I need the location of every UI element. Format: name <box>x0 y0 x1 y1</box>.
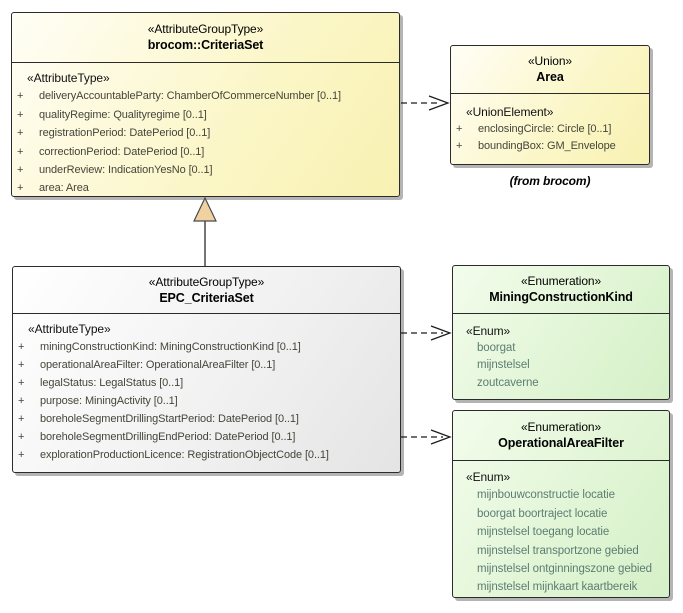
enum-literal: mijnstelsel toegang locatie <box>477 526 610 539</box>
attribute-compartment: «UnionElement» + enclosingCircle: Circle … <box>451 94 649 155</box>
attribute-compartment: «AttributeType» + deliveryAccountablePart… <box>12 63 399 198</box>
attribute-text: area: Area <box>39 182 89 195</box>
visibility-marker: + <box>18 449 25 461</box>
dependency-arrow-epc-operationalareafilter[interactable] <box>401 429 452 445</box>
attribute-row: + explorationProductionLicence: Registrat… <box>13 446 400 464</box>
attribute-row: + operationalAreaFilter: OperationalAreaF… <box>13 356 400 374</box>
visibility-marker: + <box>17 127 24 140</box>
attribute-row: + area: Area <box>12 179 399 197</box>
attribute-row: + deliveryAccountableParty: ChamberOfComm… <box>12 87 399 105</box>
class-name: Area <box>536 70 564 84</box>
class-name: MiningConstructionKind <box>489 290 633 304</box>
visibility-marker: + <box>18 341 25 353</box>
class-name: brocom::CriteriaSet <box>147 38 264 52</box>
class-box-epc-criteriaset[interactable]: «AttributeGroupType» EPC_CriteriaSet «At… <box>12 266 401 473</box>
class-header: «AttributeGroupType» brocom::CriteriaSet <box>12 13 399 63</box>
attribute-row: + purpose: MiningActivity [0..1] <box>13 392 400 410</box>
section-label: «AttributeType» <box>28 322 111 336</box>
visibility-marker: + <box>456 140 463 152</box>
attribute-text: enclosingCircle: Circle [0..1] <box>478 123 612 135</box>
attribute-row: + boreholeSegmentDrillingEndPeriod: DateP… <box>13 428 400 446</box>
class-header: «Enumeration» MiningConstructionKind <box>453 266 669 314</box>
attribute-row: + miningConstructionKind: MiningConstruct… <box>13 338 400 356</box>
attribute-text: explorationProductionLicence: Registrati… <box>40 449 329 461</box>
enum-literal: boorgat boortraject locatie <box>477 507 608 520</box>
class-name: OperationalAreaFilter <box>498 436 624 450</box>
stereotype-label: «Enumeration» <box>520 420 602 434</box>
class-header: «Union» Area <box>451 46 649 94</box>
enum-literal: mijnstelsel mijnkaart kaartbereik <box>477 581 638 594</box>
attribute-row: + legalStatus: LegalStatus [0..1] <box>13 374 400 392</box>
enum-compartment: «Enum» mijnbouwconstructie locatie boorg… <box>453 461 669 597</box>
class-box-area[interactable]: «Union» Area «UnionElement» + enclosingCi… <box>450 45 650 165</box>
attribute-text: registrationPeriod: DatePeriod [0..1] <box>39 127 211 140</box>
stereotype-label: «AttributeGroupType» <box>148 274 265 289</box>
enum-literal: zoutcaverne <box>477 376 539 389</box>
attribute-text: boreholeSegmentDrillingEndPeriod: DatePe… <box>40 431 296 443</box>
visibility-marker: + <box>18 377 25 389</box>
attribute-row: + enclosingCircle: Circle [0..1] <box>451 121 649 138</box>
attribute-text: legalStatus: LegalStatus [0..1] <box>40 377 184 389</box>
visibility-marker: + <box>18 431 25 443</box>
enum-compartment: «Enum» boorgat mijnstelsel zoutcaverne <box>453 314 669 392</box>
attribute-row: + boundingBox: GM_Envelope <box>451 138 649 155</box>
attribute-row: + underReview: IndicationYesNo [0..1] <box>12 161 399 179</box>
class-box-brocom-criteriaset[interactable]: «AttributeGroupType» brocom::CriteriaSet… <box>11 12 400 197</box>
attribute-text: purpose: MiningActivity [0..1] <box>40 395 178 407</box>
attribute-text: boundingBox: GM_Envelope <box>478 140 616 152</box>
attribute-row: + registrationPeriod: DatePeriod [0..1] <box>12 124 399 142</box>
attribute-text: qualityRegime: Qualityregime [0..1] <box>39 108 207 121</box>
attribute-text: miningConstructionKind: MiningConstructi… <box>40 341 301 353</box>
enum-literal: mijnstelsel transportzone gebied <box>477 544 639 557</box>
visibility-marker: + <box>18 413 25 425</box>
enum-literal: mijnstelsel <box>477 359 530 372</box>
generalization-arrow-epc-criteriaset[interactable] <box>193 196 217 266</box>
attribute-text: boreholeSegmentDrillingStartPeriod: Date… <box>40 413 299 425</box>
attribute-row: + correctionPeriod: DatePeriod [0..1] <box>12 143 399 161</box>
class-header: «AttributeGroupType» EPC_CriteriaSet <box>13 267 400 314</box>
class-name: EPC_CriteriaSet <box>159 290 254 305</box>
enum-literal: boorgat <box>477 342 516 355</box>
visibility-marker: + <box>18 395 25 407</box>
from-brocom-note: (from brocom) <box>509 174 591 188</box>
section-label: «Enum» <box>466 470 511 484</box>
visibility-marker: + <box>18 359 25 371</box>
class-header: «Enumeration» OperationalAreaFilter <box>453 411 669 461</box>
section-label: «UnionElement» <box>466 105 554 119</box>
visibility-marker: + <box>17 145 24 158</box>
enum-literal: mijnstelsel ontginningszone gebied <box>477 563 652 576</box>
stereotype-label: «Union» <box>527 54 572 68</box>
stereotype-label: «Enumeration» <box>520 274 602 288</box>
visibility-marker: + <box>17 182 24 195</box>
enum-box-operationalareafilter[interactable]: «Enumeration» OperationalAreaFilter «Enu… <box>452 410 670 598</box>
stereotype-label: «AttributeGroupType» <box>147 22 264 36</box>
attribute-row: + qualityRegime: Qualityregime [0..1] <box>12 106 399 124</box>
visibility-marker: + <box>17 164 24 177</box>
dependency-arrow-epc-miningconstructionkind[interactable] <box>401 325 452 341</box>
visibility-marker: + <box>456 123 463 135</box>
attribute-row: + boreholeSegmentDrillingStartPeriod: Dat… <box>13 410 400 428</box>
enum-literal: mijnbouwconstructie locatie <box>477 489 615 502</box>
attribute-text: deliveryAccountableParty: ChamberOfComme… <box>39 90 341 103</box>
visibility-marker: + <box>17 90 24 103</box>
attribute-text: correctionPeriod: DatePeriod [0..1] <box>39 145 205 158</box>
section-label: «AttributeType» <box>27 71 110 85</box>
attribute-text: operationalAreaFilter: OperationalAreaFi… <box>40 359 276 371</box>
section-label: «Enum» <box>466 324 511 338</box>
attribute-compartment: «AttributeType» + miningConstructionKind:… <box>13 314 400 464</box>
enum-box-miningconstructionkind[interactable]: «Enumeration» MiningConstructionKind «En… <box>452 265 670 400</box>
visibility-marker: + <box>17 108 24 121</box>
dependency-arrow-criteriaset-area[interactable] <box>401 95 450 111</box>
attribute-text: underReview: IndicationYesNo [0..1] <box>39 164 213 177</box>
